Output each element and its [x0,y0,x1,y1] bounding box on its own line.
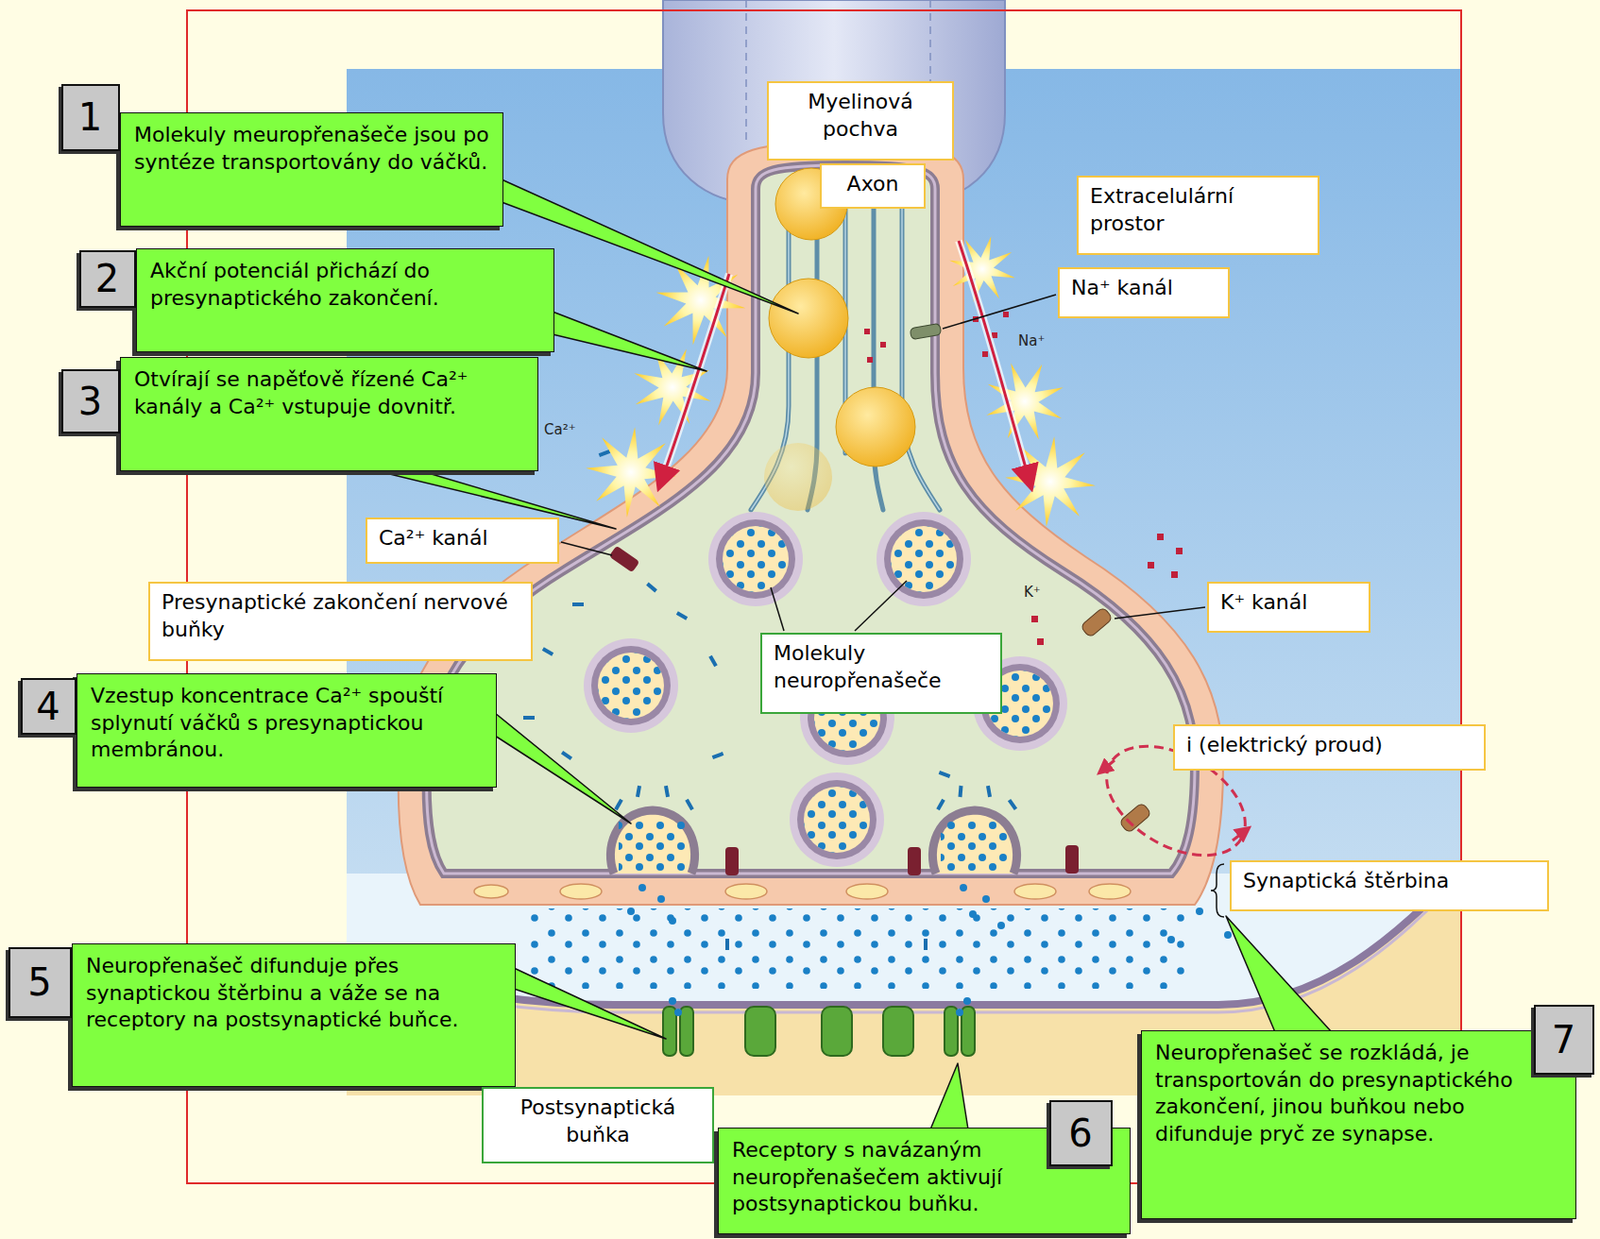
callout-text: Vzestup koncentrace Ca²⁺ spouští splynut… [90,682,483,765]
label-text: Ca²⁺ kanál [378,525,546,553]
callout-number: 7 [1533,1004,1595,1075]
callout-number: 1 [61,84,120,152]
callout-box: 1Molekuly meuropřenašeče jsou po syntéze… [119,112,504,227]
callout-text: Neuropřenašeč difunduje přes synaptickou… [85,953,502,1035]
label-box: Axon [819,163,926,209]
ion-label: Na⁺ [1018,332,1045,350]
label-box: Ca²⁺ kanál [365,517,560,564]
callout-text: Otvírají se napěťově řízené Ca²⁺ kanály … [134,366,525,421]
callout-text: Neuropřenašeč se rozkládá, je transporto… [1155,1039,1519,1148]
label-text: Na⁺ kanál [1071,274,1217,303]
label-box: Presynaptické zakončení nervové buňky [148,581,533,662]
callout-text: Molekuly meuropřenašeče jsou po syntéze … [134,121,490,176]
label-text: Extracelulární prostor [1089,183,1307,238]
callout-box: 7Neuropřenašeč se rozkládá, je transport… [1140,1030,1577,1220]
callout-number: 6 [1049,1100,1113,1167]
callout-number: 5 [8,947,72,1019]
label-text: i (elektrický proud) [1186,731,1473,760]
callout-number: 2 [79,250,137,308]
callout-box: 3Otvírají se napěťově řízené Ca²⁺ kanály… [119,357,539,472]
callout-text: Akční potenciál přichází do presynaptick… [150,257,541,312]
label-text: Synaptická štěrbina [1242,868,1536,896]
callout-number: 3 [61,369,120,434]
callout-box: 2Akční potenciál přichází do presynaptic… [136,248,555,353]
label-text: Axon [833,170,913,199]
label-box: Extracelulární prostor [1076,175,1320,256]
label-text: K⁺ kanál [1220,589,1358,617]
callout-box: 6Receptory s navázaným neuropřenašečem a… [717,1127,1131,1235]
label-box: i (elektrický proud) [1173,724,1486,771]
callout-box: 4Vzestup koncentrace Ca²⁺ spouští splynu… [76,673,497,788]
label-box: Myelinová pochva [766,81,954,161]
label-box: Postsynaptická buňka [481,1087,715,1164]
label-text: Myelinová pochva [780,88,941,143]
label-box: Synaptická štěrbina [1229,860,1549,912]
callout-number: 4 [20,678,77,735]
label-box: K⁺ kanál [1207,581,1371,633]
callout-box: 5Neuropřenašeč difunduje přes synapticko… [71,943,516,1088]
ion-label: K⁺ [1023,583,1041,601]
label-box: Na⁺ kanál [1057,267,1230,319]
callout-text: Receptory s navázaným neuropřenašečem ak… [731,1137,1039,1219]
label-box: Molekuly neuropřenašeče [760,632,1003,715]
label-text: Postsynaptická buňka [494,1094,701,1149]
ion-label: Ca²⁺ [544,421,577,439]
label-text: Presynaptické zakončení nervové buňky [161,589,520,644]
label-text: Molekuly neuropřenašeče [773,640,989,695]
